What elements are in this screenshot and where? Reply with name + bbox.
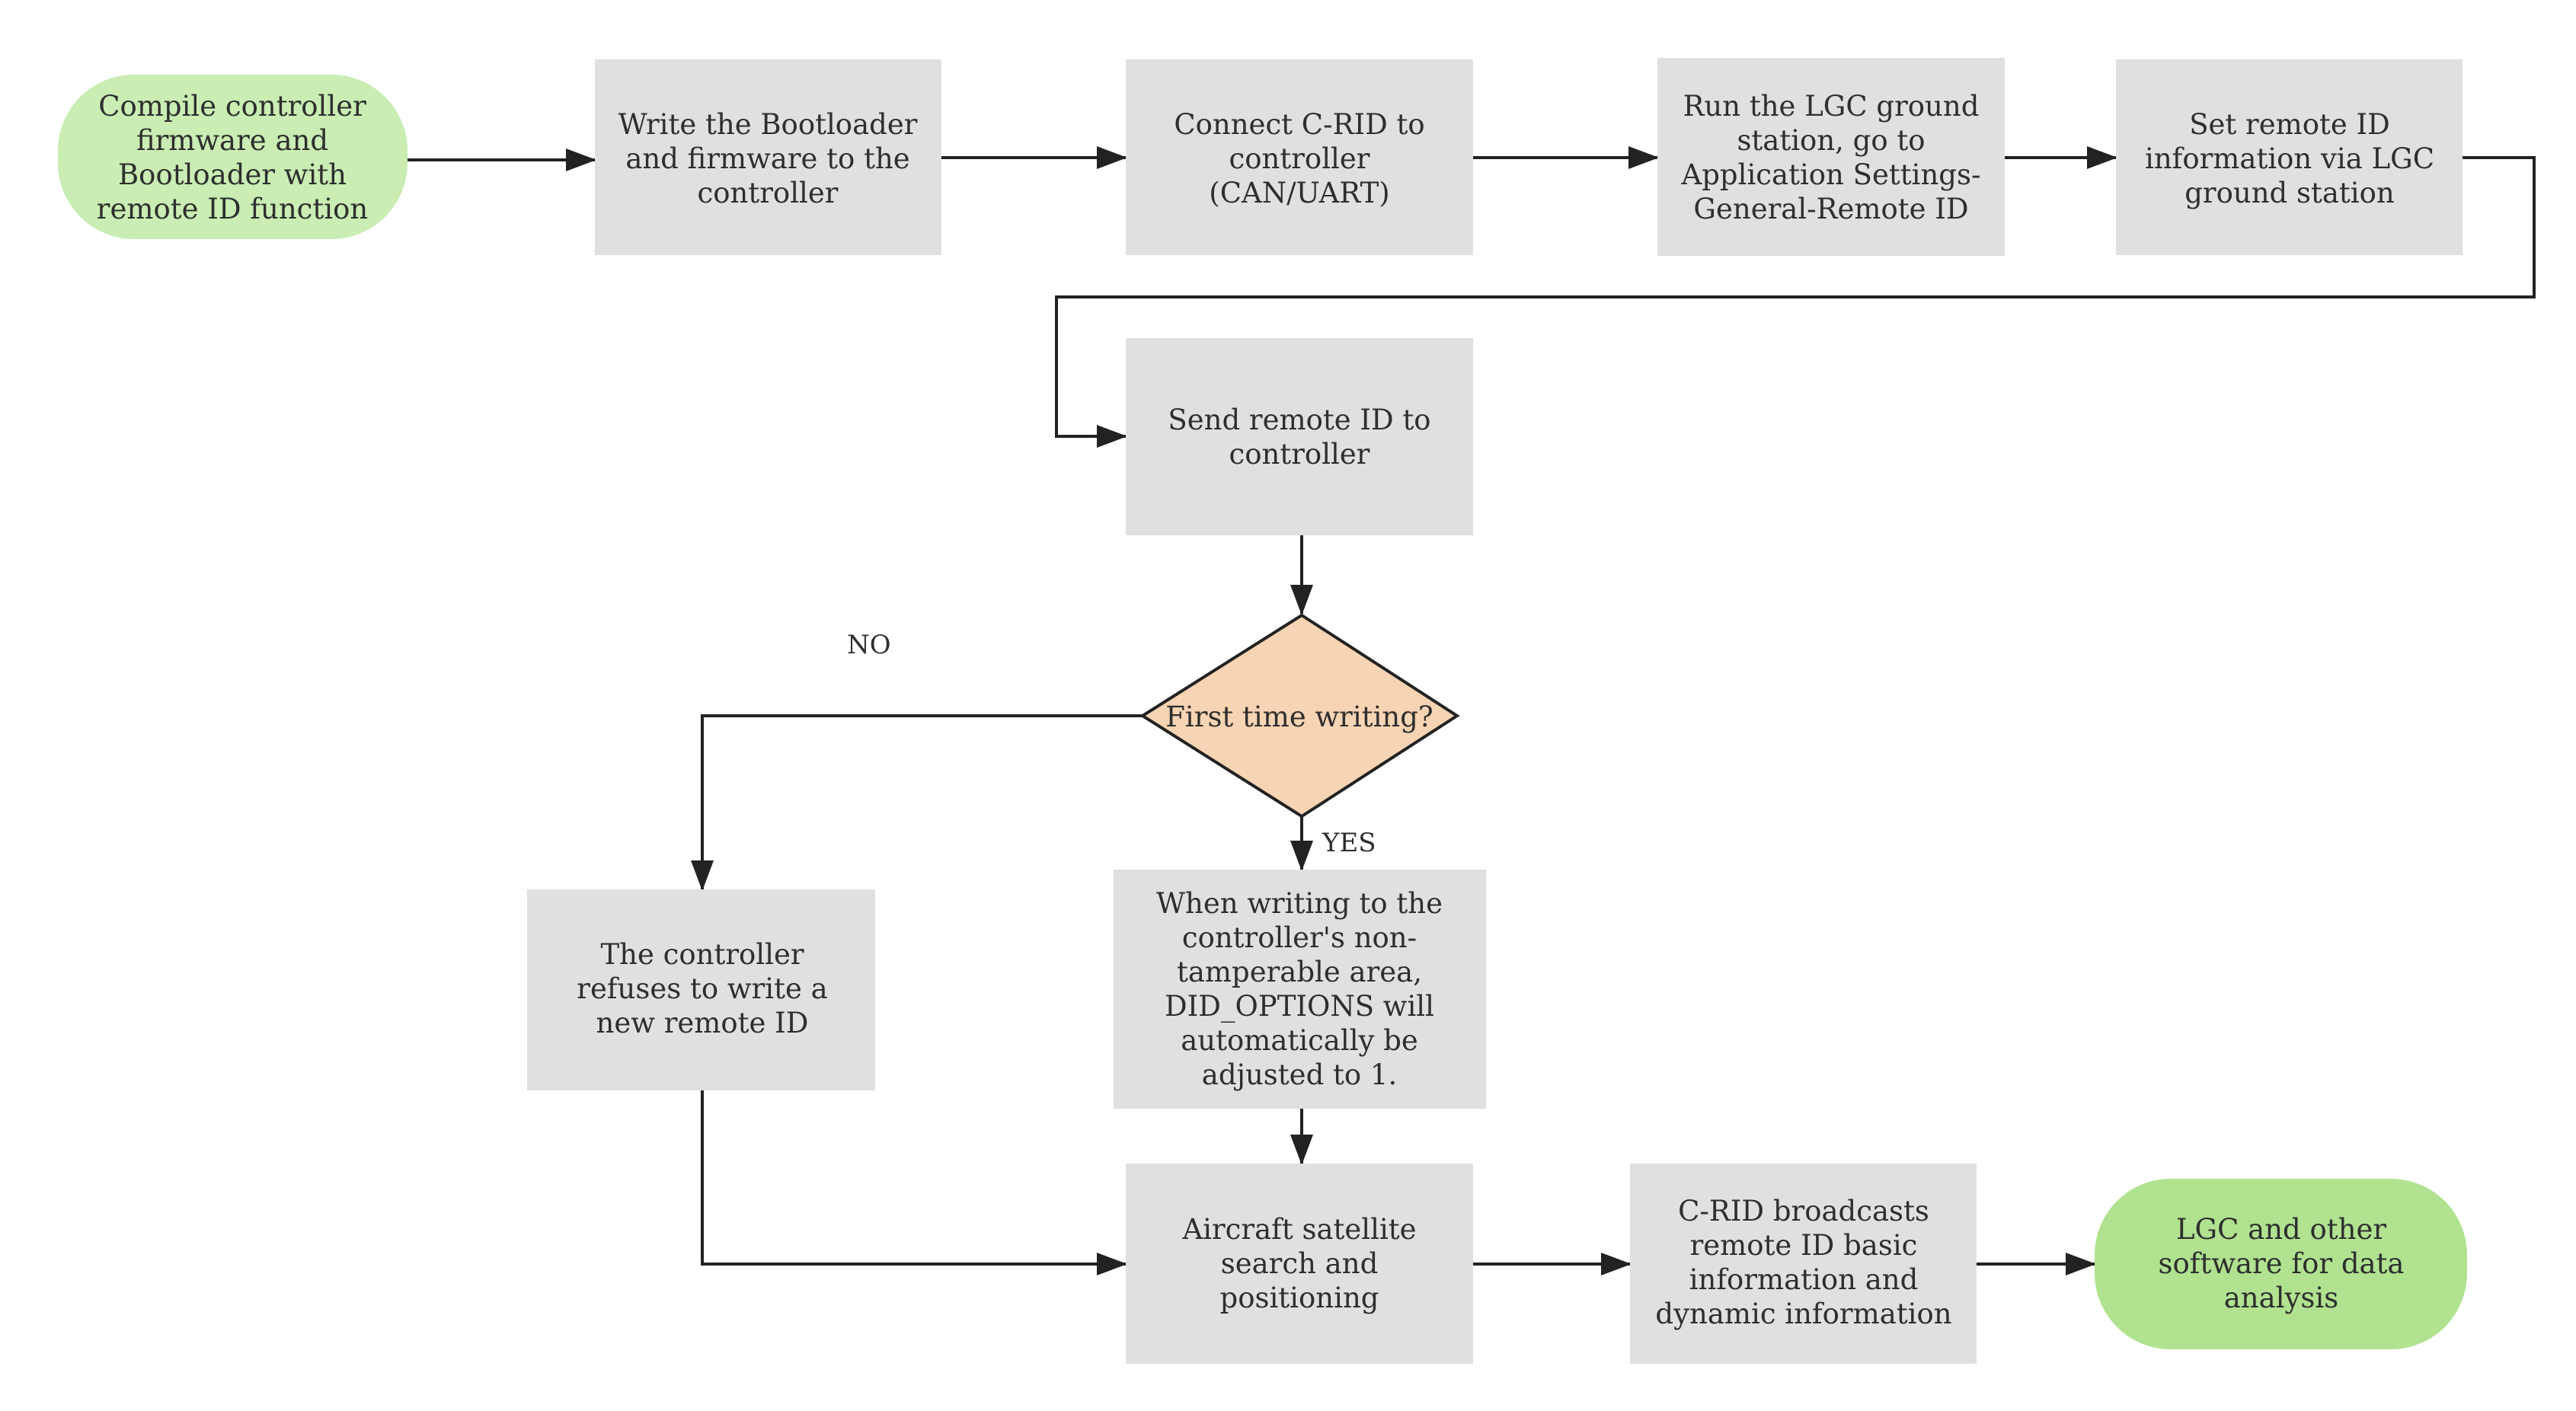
node-text-line: remote ID function	[97, 193, 368, 225]
node-text-line: station, go to	[1737, 124, 1925, 157]
node-text-line: LGC and other	[2176, 1213, 2386, 1246]
process-shape	[1657, 58, 2005, 256]
node-text-line: Compile controller	[98, 90, 366, 123]
node-text-line: new remote ID	[596, 1007, 809, 1039]
decision-diamond-shape	[1139, 613, 1460, 819]
node-text-line: Bootloader with	[118, 158, 347, 191]
node-text-line: and firmware to the	[625, 142, 909, 175]
node-decision: First time writing?	[1139, 613, 1460, 819]
node-text-line: search and	[1221, 1247, 1379, 1280]
node-text-line: tamperable area,	[1177, 956, 1422, 988]
connectors	[407, 146, 2536, 1275]
terminal-start-shape	[58, 75, 407, 239]
process-shape	[1630, 1164, 1977, 1364]
node-text-line: ground station	[2184, 177, 2394, 209]
node-text-line: The controller	[600, 938, 804, 971]
node-text-line: controller	[1229, 438, 1370, 471]
process-shape	[1126, 59, 1473, 255]
node-decision-text: First time writing?	[1165, 701, 1433, 733]
node-text-line: When writing to the	[1156, 887, 1443, 920]
process-shape	[1114, 870, 1486, 1109]
process-shape	[1126, 338, 1473, 535]
node-text-line: controller's non-	[1182, 921, 1417, 954]
node-text-line: (CAN/UART)	[1209, 177, 1389, 209]
node-text-line: DID_OPTIONS will	[1165, 990, 1434, 1023]
node-text-line: Application Settings-	[1681, 158, 1981, 191]
terminal-end-shape	[2095, 1179, 2467, 1349]
node-text-line: dynamic information	[1655, 1298, 1951, 1330]
node-text-line: C-RID broadcasts	[1678, 1195, 1929, 1227]
node-text-line: controller	[1229, 142, 1370, 175]
edge-label-yes: YES	[1322, 828, 1376, 858]
node-text-line: controller	[698, 177, 839, 209]
node-text-line: Set remote ID	[2189, 108, 2390, 141]
node-text-line: Aircraft satellite	[1181, 1213, 1416, 1246]
node-text-line: Connect C-RID to	[1174, 108, 1424, 141]
node-text-line: analysis	[2224, 1282, 2339, 1314]
node-text-line: First time writing?	[1165, 701, 1433, 733]
process-shape	[2116, 59, 2463, 255]
edge-refuse-to-satellite	[701, 1090, 1127, 1275]
process-shape	[1126, 1164, 1473, 1364]
node-text-line: Write the Bootloader	[618, 108, 918, 141]
node-text-line: Run the LGC ground	[1683, 90, 1980, 123]
node-text-line: positioning	[1220, 1282, 1379, 1314]
node-text-line: software for data	[2159, 1247, 2405, 1280]
node-text-line: adjusted to 1.	[1202, 1058, 1397, 1091]
node-text-line: information via LGC	[2145, 142, 2434, 175]
edge-set-to-send	[1055, 156, 2536, 448]
node-text-line: information and	[1689, 1263, 1919, 1296]
node-text-line: refuses to write a	[577, 972, 827, 1005]
edge-label-no: NO	[847, 630, 891, 660]
process-shape	[527, 889, 875, 1090]
edge-decision-no	[691, 714, 1143, 891]
node-text-line: Send remote ID to	[1168, 404, 1430, 436]
node-text-line: remote ID basic	[1690, 1229, 1918, 1262]
process-shape	[595, 59, 941, 255]
node-text-line: General-Remote ID	[1693, 193, 1968, 225]
node-text-line: automatically be	[1181, 1024, 1418, 1057]
node-text-line: firmware and	[136, 124, 328, 157]
